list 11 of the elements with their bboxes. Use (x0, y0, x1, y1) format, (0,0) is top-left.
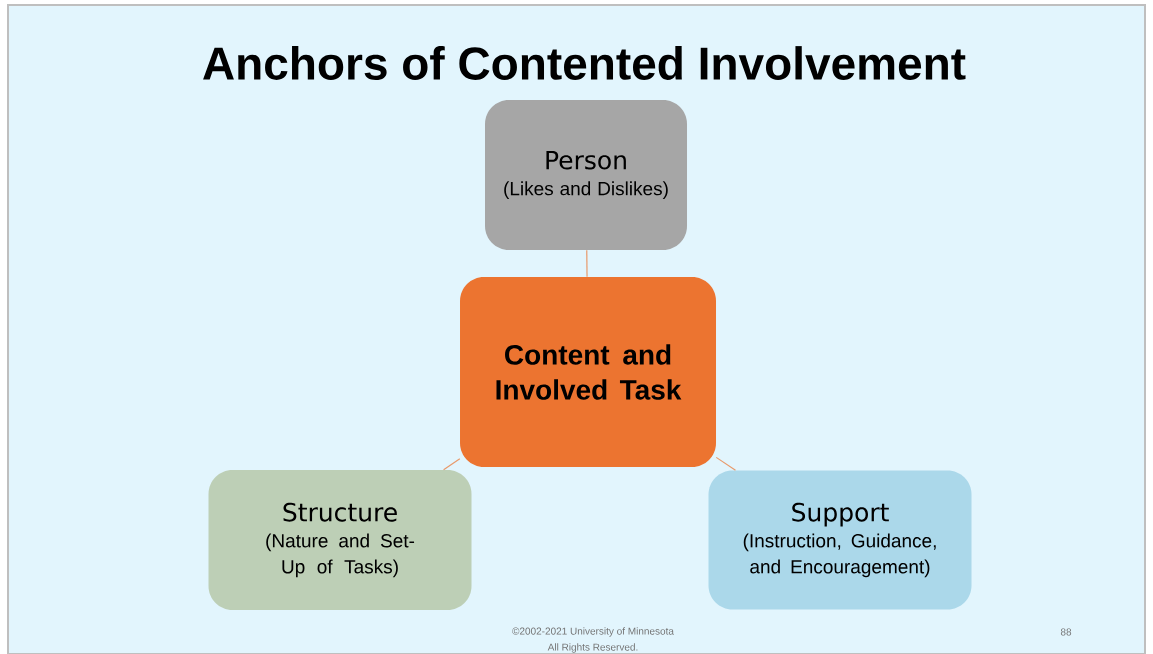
copyright-note: All Rights Reserved. (547, 643, 638, 653)
rounded-box: Structure (Nature and Set-Up of Tasks) (208, 470, 472, 610)
connector-line (715, 456, 737, 471)
center-box: Content and Involved Task (460, 277, 716, 467)
title: Anchors of Contented Involvement (203, 46, 966, 80)
connector-line (586, 249, 588, 278)
rounded-box: Support (Instruction, Guidance, and Encouragement) (708, 470, 972, 610)
copyright-note: ©2002-2021 University of Minnesota (512, 627, 674, 637)
connector-line (443, 458, 461, 471)
page-number: 88 (1060, 628, 1072, 636)
rounded-box: Person (Likes and Dislikes) (485, 100, 687, 250)
